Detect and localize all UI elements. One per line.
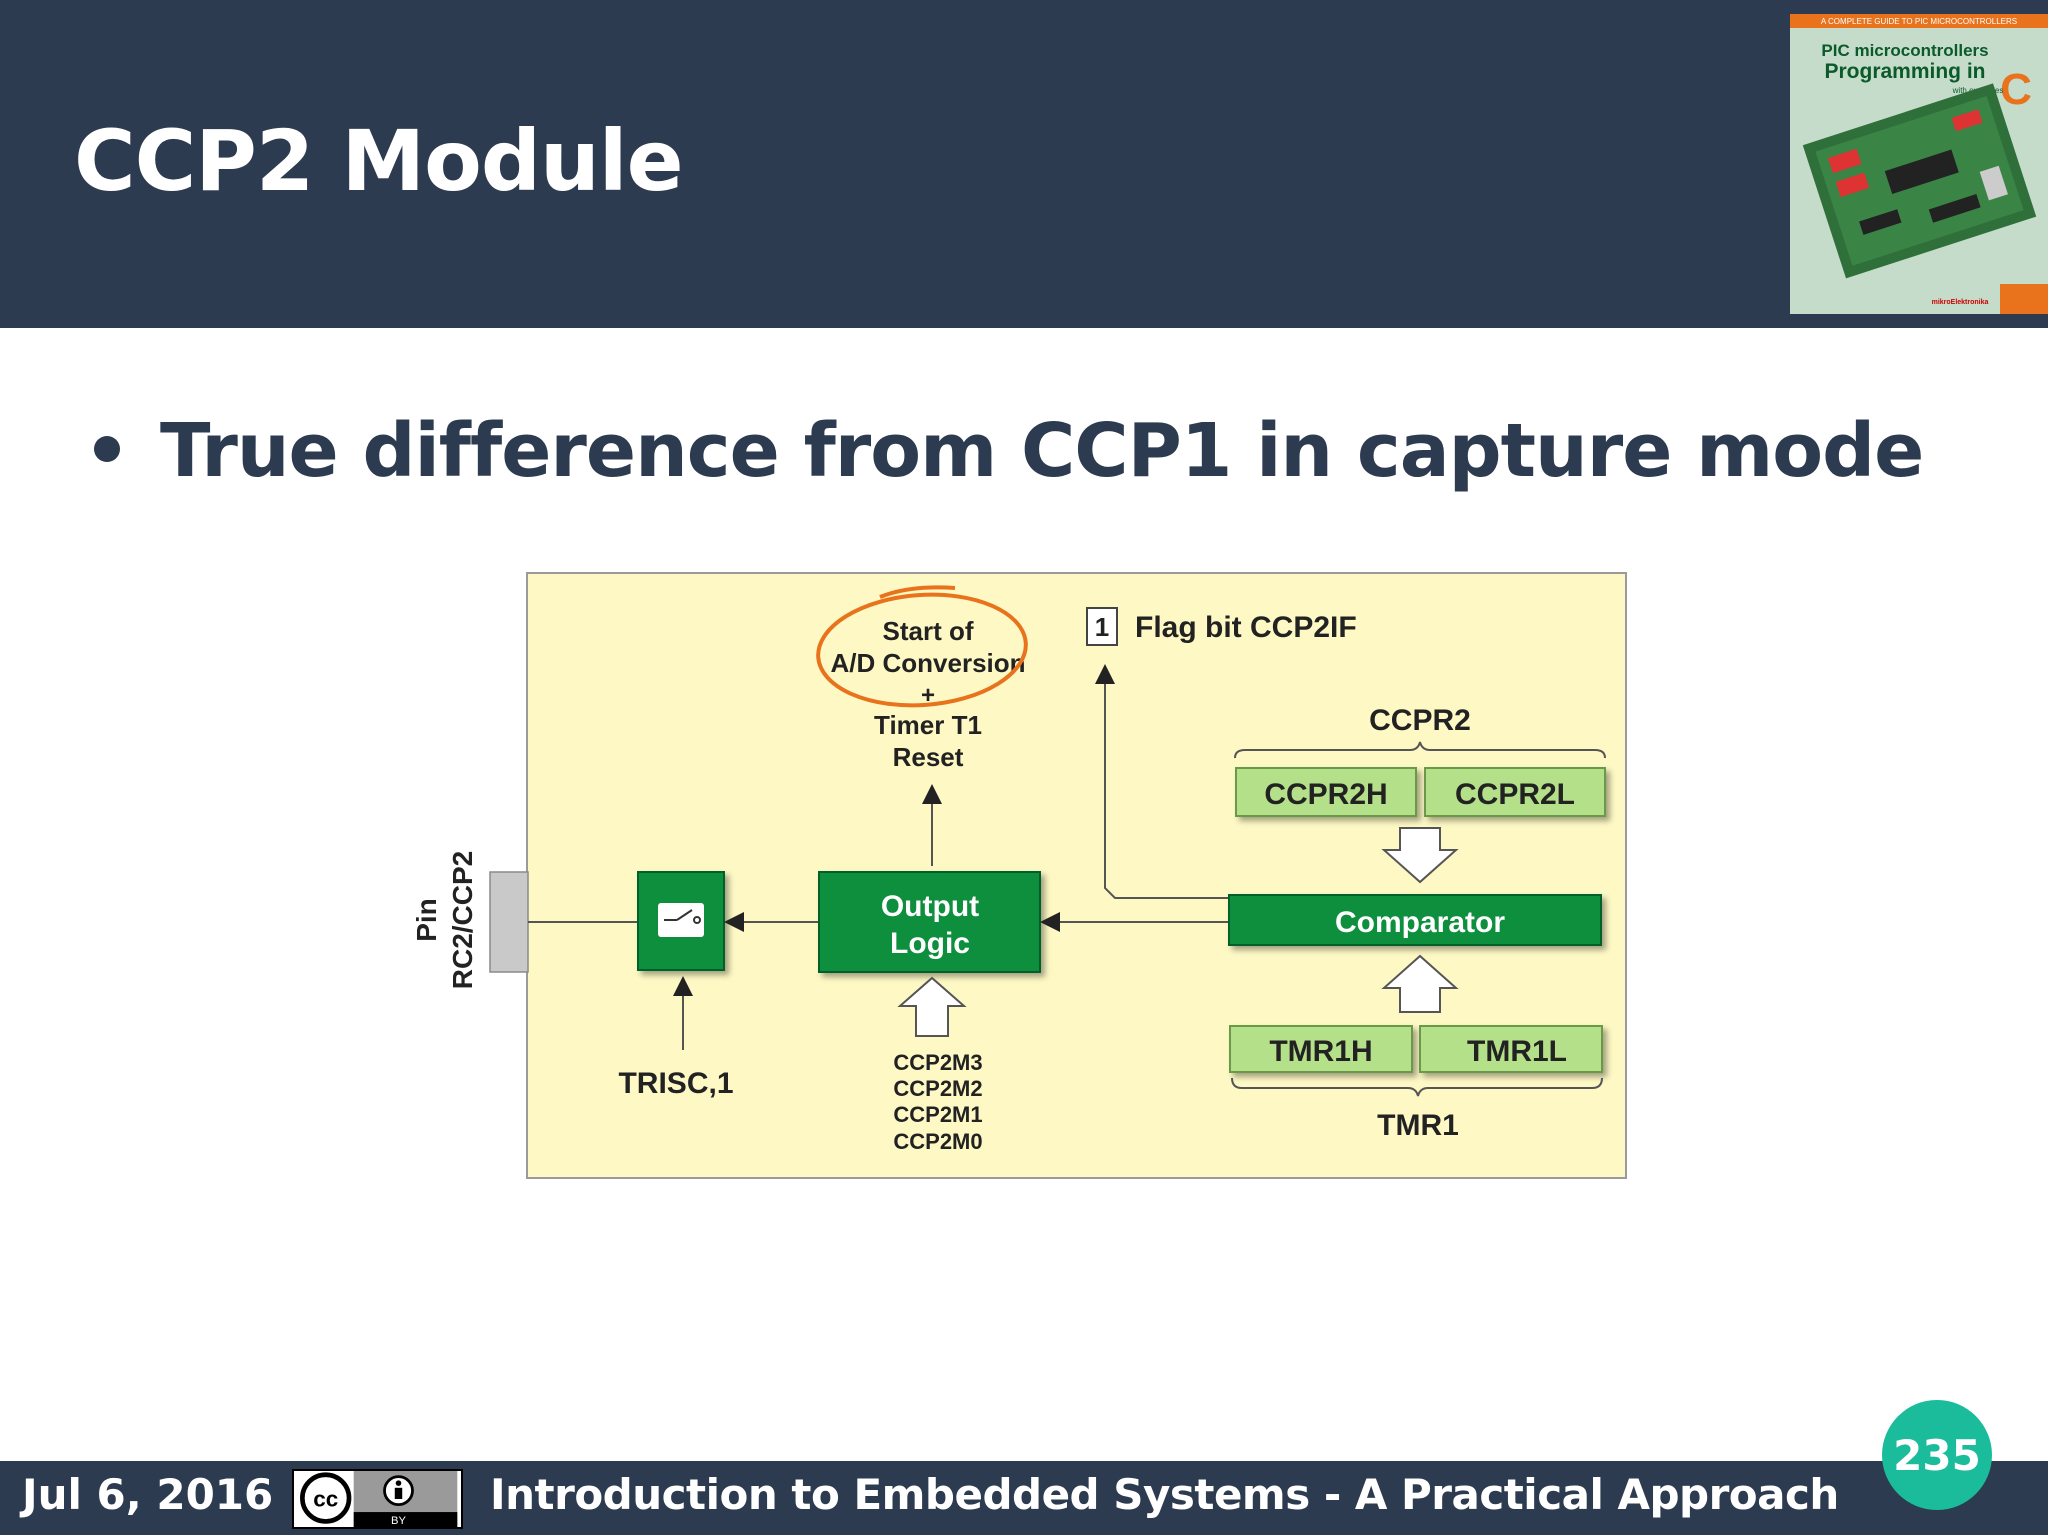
cover-publisher: mikroElektronika bbox=[1932, 299, 1989, 306]
ccpr2h-label: CCPR2H bbox=[1264, 778, 1387, 811]
cc-by-license-icon: cc BY bbox=[292, 1469, 463, 1529]
book-cover-image: A COMPLETE GUIDE TO PIC MICROCONTROLLERS… bbox=[1790, 14, 2048, 314]
ad-conversion-label: A/D Conversion bbox=[830, 648, 1025, 678]
footer-course-title: Introduction to Embedded Systems - A Pra… bbox=[490, 1470, 1839, 1519]
pin-block bbox=[489, 871, 529, 973]
ccp2m1-label: CCP2M1 bbox=[893, 1102, 982, 1127]
page-number-badge: 235 bbox=[1882, 1400, 1992, 1510]
cover-line2: Programming in bbox=[1824, 60, 1985, 83]
cc-text: cc bbox=[313, 1486, 338, 1511]
pin-label-2: RC2/CCP2 bbox=[447, 851, 478, 989]
cover-big-letter: C bbox=[2000, 65, 2032, 114]
cover-top-line: A COMPLETE GUIDE TO PIC MICROCONTROLLERS bbox=[1821, 17, 2017, 26]
cover-line1: PIC microcontrollers bbox=[1821, 41, 1988, 60]
tmr1h-register bbox=[1229, 1025, 1413, 1073]
output-logic-label-2: Logic bbox=[890, 927, 970, 960]
flag-box bbox=[1086, 607, 1118, 646]
ccp2m3-label: CCP2M3 bbox=[893, 1050, 982, 1075]
footer-date: Jul 6, 2016 bbox=[22, 1470, 274, 1519]
by-text: BY bbox=[391, 1515, 406, 1527]
bullet-dot bbox=[94, 436, 120, 463]
flag-label: Flag bit CCP2IF bbox=[1135, 611, 1357, 644]
tmr1l-register bbox=[1419, 1025, 1603, 1073]
ccpr2h-register bbox=[1235, 767, 1417, 817]
ccpr2l-label: CCPR2L bbox=[1455, 778, 1575, 811]
plus-label: + bbox=[921, 682, 935, 709]
flag-value: 1 bbox=[1095, 612, 1109, 642]
comparator-block bbox=[1228, 894, 1602, 946]
slide-title: CCP2 Module bbox=[74, 112, 684, 210]
tmr1h-label: TMR1H bbox=[1269, 1035, 1372, 1068]
ccpr2-label: CCPR2 bbox=[1369, 704, 1471, 737]
tmr1l-label: TMR1L bbox=[1467, 1035, 1567, 1068]
bullet-text: True difference from CCP1 in capture mod… bbox=[160, 408, 1924, 494]
orange-highlight-circle bbox=[816, 592, 1028, 708]
bullet-item: True difference from CCP1 in capture mod… bbox=[94, 408, 1924, 494]
ccp2m0-label: CCP2M0 bbox=[893, 1129, 982, 1154]
ccp2-block-diagram: Pin RC2/CCP2 Output Logic Start of A/D C… bbox=[411, 572, 1627, 1179]
ccp2m2-label: CCP2M2 bbox=[893, 1076, 982, 1101]
tmr1-label: TMR1 bbox=[1377, 1109, 1459, 1142]
ccpr2l-register bbox=[1424, 767, 1606, 817]
comparator-label: Comparator bbox=[1335, 906, 1505, 939]
output-logic-block bbox=[818, 871, 1041, 973]
output-logic-label-1: Output bbox=[881, 890, 979, 923]
pin-label-1: Pin bbox=[411, 898, 442, 942]
reset-label: Reset bbox=[893, 742, 964, 772]
trisc-label: TRISC,1 bbox=[618, 1067, 733, 1100]
slide-header bbox=[0, 0, 2048, 328]
timer-t1-label: Timer T1 bbox=[874, 710, 982, 740]
start-of-label: Start of bbox=[883, 616, 974, 646]
